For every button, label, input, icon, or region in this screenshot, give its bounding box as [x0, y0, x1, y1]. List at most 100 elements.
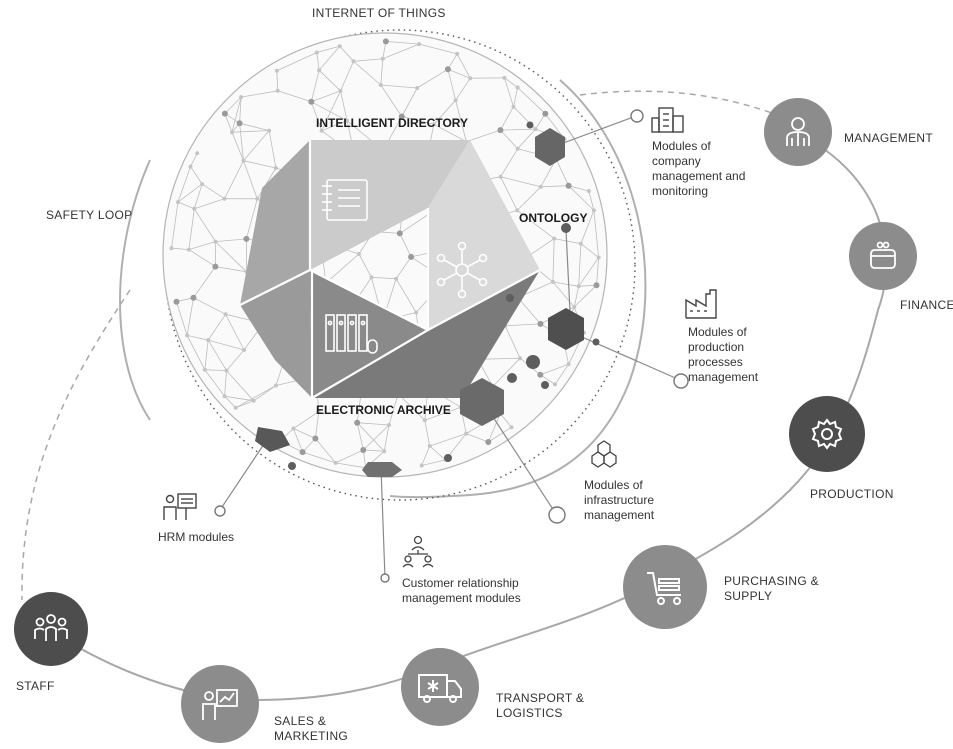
mesh-line: [335, 449, 364, 464]
mesh-line: [500, 176, 518, 211]
management-label: MANAGEMENT: [844, 131, 934, 145]
mesh-node: [236, 120, 243, 127]
mesh-line: [193, 297, 226, 315]
mesh-node: [408, 253, 415, 260]
mesh-line: [321, 120, 348, 132]
mesh-line: [371, 277, 397, 280]
mesh-line: [504, 77, 514, 107]
purchasing-label: PURCHASING & SUPPLY: [724, 574, 819, 603]
mesh-node: [455, 51, 460, 56]
mesh-node: [497, 127, 504, 134]
mesh-node: [518, 356, 523, 361]
mesh-node: [308, 98, 315, 105]
mesh-node: [221, 110, 228, 117]
mesh-node: [176, 200, 180, 205]
transport-node[interactable]: [401, 648, 479, 726]
gear-icon: [811, 418, 843, 450]
mesh-line: [356, 422, 364, 451]
mesh-node: [255, 196, 260, 201]
mesh-line: [363, 424, 390, 451]
mesh-line: [226, 370, 254, 402]
mesh-node: [578, 241, 583, 246]
staff-node[interactable]: [14, 592, 88, 666]
mesh-line: [429, 433, 467, 447]
mesh-node: [222, 196, 227, 201]
hex-archive: [460, 378, 504, 426]
mesh-node: [417, 42, 422, 47]
mesh-line: [190, 166, 203, 185]
mesh-line: [253, 385, 277, 402]
purchasing-node[interactable]: [623, 545, 707, 629]
production-node[interactable]: [789, 396, 865, 472]
mesh-line: [243, 160, 276, 169]
sales-node[interactable]: [181, 665, 259, 743]
mesh-line: [466, 433, 489, 443]
mesh-line: [552, 238, 555, 282]
mesh-line: [194, 198, 225, 210]
crm-modules-label: Customer relationship management modules: [402, 576, 521, 605]
mesh-line: [340, 90, 348, 121]
mesh-line: [215, 241, 247, 273]
mesh-line: [535, 113, 546, 130]
mesh-node: [485, 439, 492, 445]
finance-node[interactable]: [849, 222, 917, 290]
mesh-node: [453, 98, 458, 103]
internet-of-things-label: INTERNET OF THINGS: [312, 6, 446, 20]
mesh-node: [273, 166, 278, 170]
mesh-node: [202, 367, 207, 372]
mesh-line: [500, 106, 514, 131]
cube-face-left: [240, 140, 310, 305]
mesh-line: [580, 210, 595, 244]
manager-icon: [786, 117, 810, 146]
mesh-line: [421, 445, 431, 466]
mesh-line: [466, 129, 501, 142]
mesh-line: [277, 90, 312, 103]
presentation-icon: [202, 689, 238, 720]
mesh-line: [225, 314, 245, 351]
mesh-line: [311, 101, 348, 122]
mesh-node: [427, 444, 432, 448]
hrm-modules-label: HRM modules: [158, 530, 235, 544]
mesh-line: [318, 69, 341, 92]
mesh-node: [591, 208, 596, 213]
mesh-line: [201, 183, 225, 200]
electronic-archive-label: ELECTRONIC ARCHIVE: [316, 403, 451, 417]
mesh-line: [246, 198, 258, 240]
mesh-line: [224, 395, 236, 409]
mesh-line: [188, 249, 216, 267]
mesh-line: [447, 69, 456, 101]
mesh-line: [555, 158, 569, 186]
mesh-line: [226, 349, 245, 371]
mesh-node: [267, 128, 272, 133]
mesh-node: [185, 333, 190, 338]
mesh-node: [223, 312, 228, 317]
mesh-line: [578, 243, 582, 287]
mesh-line: [380, 84, 403, 117]
hex-crm: [362, 462, 402, 477]
mesh-line: [455, 100, 467, 142]
mesh-line: [363, 449, 385, 452]
mesh-node: [565, 182, 572, 189]
mesh-line: [239, 122, 270, 131]
mesh-node: [316, 409, 321, 414]
cube-face-bottom: [312, 270, 540, 398]
mesh-node: [419, 463, 424, 468]
mesh-line: [321, 90, 341, 131]
mesh-node: [415, 86, 420, 90]
mesh-line: [580, 243, 599, 258]
mesh-line: [357, 422, 390, 426]
mesh-line: [429, 445, 446, 461]
safety-loop-label: SAFETY LOOP: [46, 208, 133, 222]
mesh-line: [578, 257, 599, 287]
mesh-node: [538, 184, 543, 189]
infrastructure-modules-label: Modules of infrastructure management: [584, 478, 655, 522]
safety-loop-arc-left: [119, 159, 151, 421]
mesh-line: [207, 314, 226, 341]
management-node[interactable]: [764, 98, 832, 166]
mesh-node: [398, 113, 405, 120]
mesh-line: [395, 256, 412, 279]
mesh-node: [333, 460, 338, 465]
mesh-node: [243, 235, 250, 242]
staff-label: STAFF: [16, 679, 55, 693]
